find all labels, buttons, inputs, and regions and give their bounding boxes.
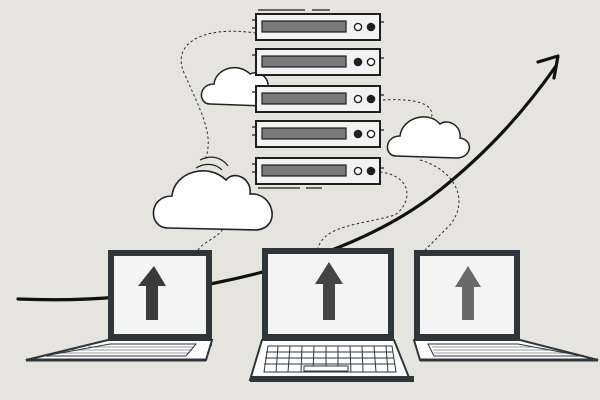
laptop-icon [412, 250, 599, 362]
laptop-icon [248, 248, 414, 382]
rack-ticks [252, 19, 384, 173]
laptops [25, 248, 599, 382]
connection-line-left [180, 30, 257, 161]
server-rack-icon [252, 9, 384, 189]
upload-arrow-icon [455, 266, 481, 320]
server-unit [255, 120, 381, 148]
upload-arrow-icon [315, 262, 343, 320]
keyboard [263, 345, 397, 373]
cloud-icon [152, 156, 273, 231]
cloud-icon [386, 116, 470, 159]
clouds [152, 66, 470, 231]
upload-arrow-icon [138, 266, 166, 320]
connection-lines [180, 30, 460, 251]
server-unit [255, 157, 381, 189]
connection-line-right-top [382, 99, 433, 123]
laptop-icon [25, 250, 214, 362]
connection-line-right-mid [419, 159, 460, 251]
server-unit [255, 85, 381, 113]
growth-arrowhead [536, 54, 560, 80]
connection-line-center [317, 171, 408, 249]
server-unit [255, 48, 381, 76]
server-unit [255, 9, 381, 41]
